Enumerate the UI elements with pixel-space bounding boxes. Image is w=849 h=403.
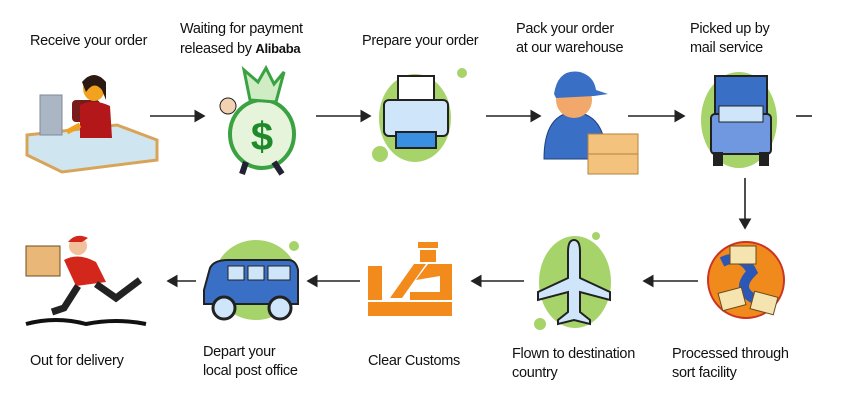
- globe-mail-icon: [707, 241, 785, 319]
- airplane-icon: [534, 232, 611, 330]
- step-1-label: Receive your order: [30, 33, 148, 49]
- delivery-man-icon: [25, 235, 147, 327]
- step-8-label: Clear Customs: [368, 353, 460, 369]
- truck-icon: [701, 72, 777, 168]
- printer-icon: [372, 68, 467, 162]
- svg-text:$: $: [251, 115, 273, 159]
- customs-officer-icon: [368, 242, 452, 316]
- step-10-label: Out for delivery: [30, 353, 124, 369]
- money-bag-icon: $: [219, 64, 296, 176]
- warehouse-worker-icon: [543, 71, 639, 175]
- step-3-label: Prepare your order: [362, 33, 479, 49]
- customer-at-computer-icon: [25, 75, 159, 174]
- van-icon: [203, 240, 299, 321]
